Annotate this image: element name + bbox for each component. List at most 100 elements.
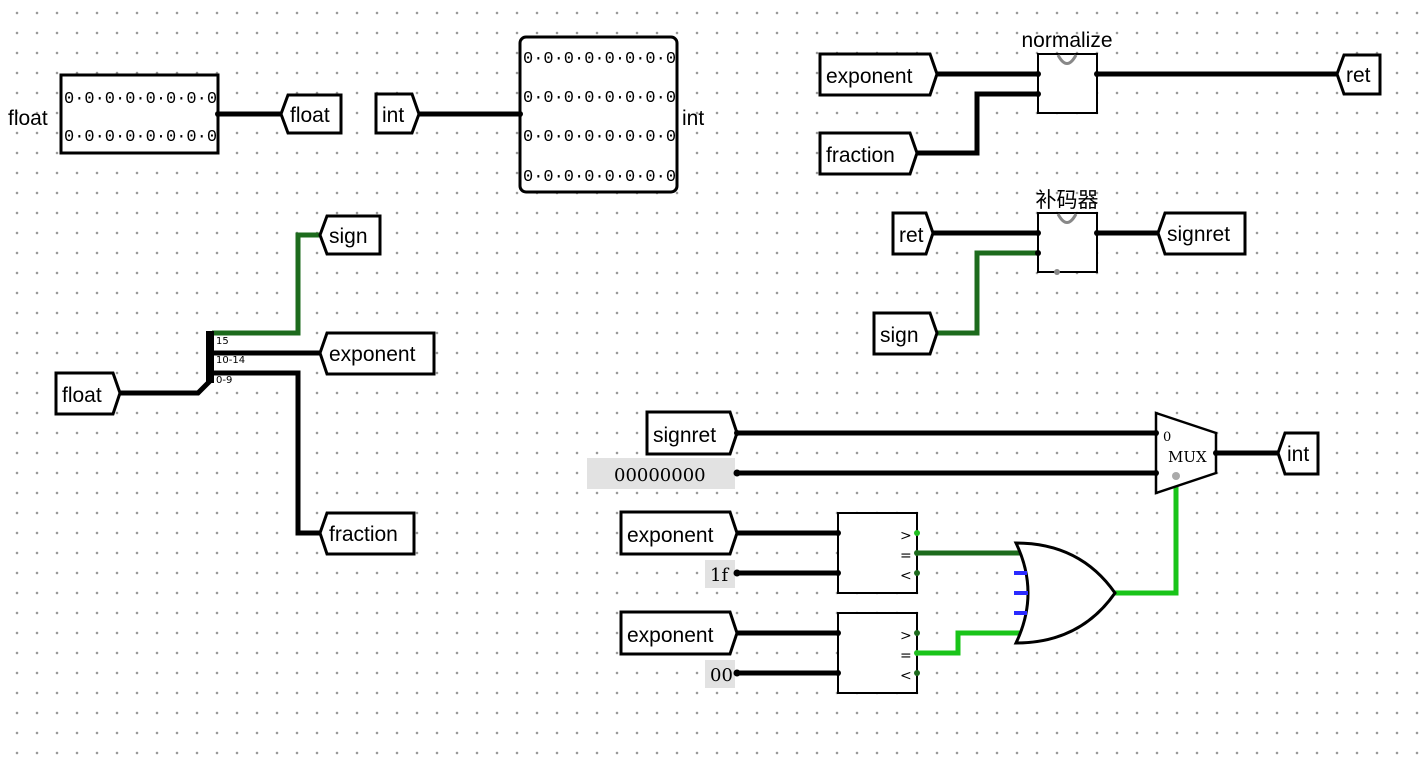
pin-dot — [914, 550, 920, 556]
tunnel-sign-out[interactable]: sign — [318, 214, 382, 256]
tunnel-label: sign — [329, 225, 368, 248]
tunnel-label: int — [382, 104, 404, 127]
tunnel-label: ret — [1346, 64, 1371, 87]
pin-dot — [733, 569, 741, 577]
comparator-symbol: = — [900, 648, 912, 664]
comparator-1[interactable]: > = < — [835, 512, 920, 594]
tunnel-label: exponent — [826, 65, 913, 88]
tunnel-shape — [1276, 431, 1320, 476]
wire[interactable] — [120, 379, 212, 396]
constant-bg — [587, 458, 735, 489]
tunnel-label: float — [62, 384, 102, 407]
tunnel-signret-in[interactable]: signret — [645, 410, 739, 456]
probe-int-row: 0·0·0·0·0·0·0·0 — [523, 128, 676, 147]
subcircuit-normalize[interactable]: normalize — [1021, 29, 1113, 114]
pin-dot — [215, 111, 221, 117]
comparator-symbol: < — [900, 568, 912, 584]
probe-int-row: 0·0·0·0·0·0·0·0 — [523, 89, 676, 108]
pin-dot — [734, 430, 740, 436]
pin-dot — [1094, 230, 1100, 236]
multiplexer[interactable]: 0 MUX — [1153, 411, 1219, 495]
wire[interactable] — [917, 630, 1024, 656]
wire[interactable] — [937, 250, 1038, 336]
probe-float-row: 0·0·0·0·0·0·0·0 — [64, 90, 217, 109]
tunnel-exponent-cmp1[interactable]: exponent — [619, 510, 739, 556]
tunnel-shape — [1335, 53, 1382, 96]
mux-input0-label: 0 — [1163, 430, 1171, 445]
pin-dot — [914, 650, 920, 656]
tunnel-shape — [818, 131, 919, 176]
probe-int[interactable]: 0·0·0·0·0·0·0·0 0·0·0·0·0·0·0·0 0·0·0·0·… — [517, 35, 704, 194]
or-gate[interactable] — [1013, 541, 1117, 645]
tunnel-shape — [279, 93, 343, 135]
splitter[interactable]: 15 10-14 0-9 — [206, 331, 245, 386]
tunnel-exponent-cmp2[interactable]: exponent — [619, 610, 739, 656]
tunnel-exponent-norm[interactable]: exponent — [818, 52, 939, 97]
tunnel-float-in[interactable]: float — [54, 371, 122, 416]
pin-dot — [914, 570, 920, 576]
probe-float[interactable]: float 0·0·0·0·0·0·0·0 0·0·0·0·0·0·0·0 — [8, 73, 221, 155]
subcircuit-label: normalize — [1021, 29, 1112, 52]
splitter-label: 15 — [216, 336, 229, 347]
pin-dot — [914, 530, 920, 536]
constant-value: 00 — [710, 665, 733, 686]
comparator-2[interactable]: > = < — [835, 612, 920, 694]
tunnel-signret-out[interactable]: signret — [1156, 211, 1247, 256]
tunnel-float-out[interactable]: float — [279, 93, 343, 135]
pin-dot — [835, 670, 841, 676]
tunnel-shape — [645, 410, 739, 456]
tunnel-int-out[interactable]: int — [1276, 431, 1320, 476]
pin-dot — [1035, 71, 1041, 77]
pin-dot — [1153, 430, 1159, 436]
tunnel-exponent-out[interactable]: exponent — [318, 331, 436, 376]
tunnel-fraction-norm[interactable]: fraction — [818, 131, 919, 176]
pin-dot — [914, 670, 920, 676]
pin-dot — [1172, 472, 1180, 480]
splitter-label: 10-14 — [216, 355, 245, 366]
pin-dot — [914, 630, 920, 636]
wire[interactable] — [917, 91, 1038, 156]
tunnel-shape — [1156, 211, 1247, 256]
tunnel-fraction-out[interactable]: fraction — [318, 511, 416, 556]
tunnel-label: ret — [899, 224, 924, 247]
tunnel-label: sign — [880, 324, 919, 347]
mux-label: MUX — [1168, 448, 1207, 466]
tunnel-label: signret — [1167, 223, 1230, 246]
constant-00[interactable]: 00 — [705, 660, 741, 688]
constant-zero[interactable]: 00000000 — [587, 458, 741, 489]
tunnel-label: exponent — [329, 343, 416, 366]
comparator-symbol: = — [900, 548, 912, 564]
constant-value: 00000000 — [614, 465, 706, 486]
probe-int-label: int — [682, 107, 704, 130]
tunnel-ret-in[interactable]: ret — [891, 211, 935, 256]
comparator-symbol: > — [900, 628, 912, 644]
tunnel-sign-in[interactable]: sign — [872, 311, 939, 356]
tunnel-shape — [318, 511, 416, 556]
tunnel-shape — [619, 510, 739, 556]
tunnel-shape — [318, 214, 382, 256]
tunnel-shape — [318, 331, 436, 376]
wires — [120, 71, 1337, 676]
constant-1f[interactable]: 1f — [705, 560, 741, 588]
pin-dot — [1054, 269, 1060, 275]
tunnel-shape — [374, 92, 421, 135]
pin-dot — [1035, 230, 1041, 236]
probe-int-row: 0·0·0·0·0·0·0·0 — [523, 168, 676, 187]
tunnel-label: exponent — [627, 624, 714, 647]
tunnel-int-in[interactable]: int — [374, 92, 421, 135]
tunnel-label: float — [290, 104, 330, 127]
or-gate-body — [1013, 541, 1117, 645]
tunnel-label: signret — [653, 424, 716, 447]
wire[interactable] — [1115, 478, 1179, 596]
wire[interactable] — [212, 370, 320, 536]
comparator-box — [837, 512, 918, 594]
tunnel-ret-out[interactable]: ret — [1335, 53, 1382, 96]
tunnel-label: fraction — [329, 523, 398, 546]
wire[interactable] — [212, 232, 320, 336]
pin-dot — [835, 530, 841, 536]
subcircuit-complement[interactable]: 补码器 — [1035, 189, 1100, 275]
splitter-label: 0-9 — [216, 375, 232, 386]
subcircuit-box — [1037, 53, 1098, 114]
probe-float-box — [59, 73, 220, 155]
